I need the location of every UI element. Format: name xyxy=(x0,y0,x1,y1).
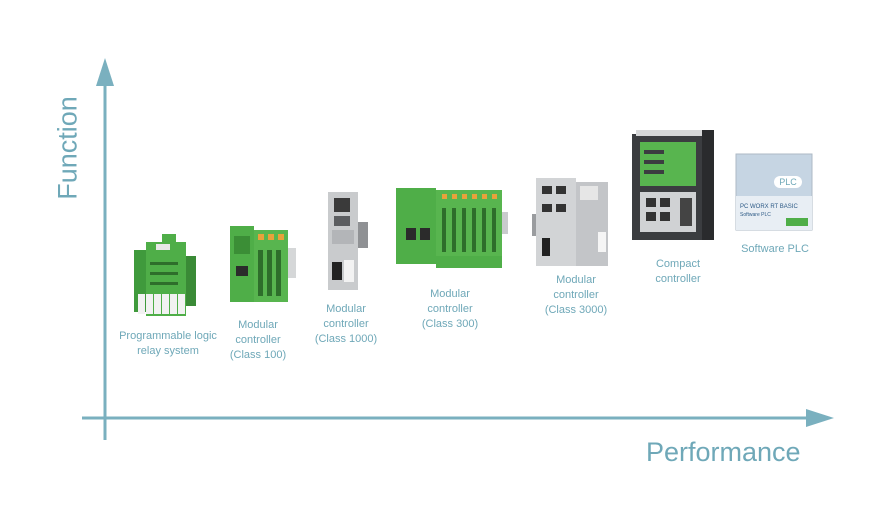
grey-slim-controller-image xyxy=(328,192,368,290)
label-software-plc: Software PLC xyxy=(715,242,835,257)
label-line: Programmable logic xyxy=(119,330,217,342)
label-line: controller xyxy=(323,318,369,330)
x-axis-title: Performance xyxy=(646,437,801,467)
dark-compact-controller-image xyxy=(632,130,714,240)
label-compact-controller: Compact controller xyxy=(618,257,738,287)
label-line: controller xyxy=(427,303,473,315)
label-line: Compact xyxy=(655,258,701,270)
x-axis-arrowhead xyxy=(806,409,834,427)
label-modular-controller-class-3000: Modular controller (Class 3000) xyxy=(516,273,636,318)
y-axis-arrowhead xyxy=(96,58,114,86)
label-modular-controller-class-1000: Modular controller (Class 1000) xyxy=(286,302,406,347)
y-axis-title: Function xyxy=(52,96,83,200)
label-line: (Class 100) xyxy=(229,349,287,361)
software-box-image: PLC PC WORX RT BASIC Software PLC xyxy=(735,153,813,231)
label-line: Modular xyxy=(556,274,596,286)
grey-controller-with-io-image xyxy=(532,178,608,266)
green-io-rail-controller-image xyxy=(396,188,508,268)
software-box-title: PC WORX RT BASIC xyxy=(740,204,798,210)
label-line: Modular xyxy=(326,303,366,315)
label-line: (Class 1000) xyxy=(314,333,378,345)
label-line: controller xyxy=(553,289,599,301)
label-line: controller xyxy=(235,334,281,346)
label-modular-controller-class-100: Modular controller (Class 100) xyxy=(198,318,318,363)
green-modular-controller-image xyxy=(230,226,296,302)
label-line: (Class 3000) xyxy=(544,304,608,316)
green-relay-module-stack-image xyxy=(134,234,196,316)
label-line: relay system xyxy=(137,345,199,357)
label-line: (Class 300) xyxy=(421,318,479,330)
software-box-subtitle: Software PLC xyxy=(740,212,771,218)
label-line: Modular xyxy=(430,288,470,300)
software-box-badge: PLC xyxy=(779,177,797,187)
label-line: Software PLC xyxy=(741,243,809,255)
label-modular-controller-class-300: Modular controller (Class 300) xyxy=(390,287,510,332)
label-line: controller xyxy=(655,273,701,285)
label-programmable-logic-relay-system: Programmable logic relay system xyxy=(108,329,228,359)
label-line: Modular xyxy=(238,319,278,331)
